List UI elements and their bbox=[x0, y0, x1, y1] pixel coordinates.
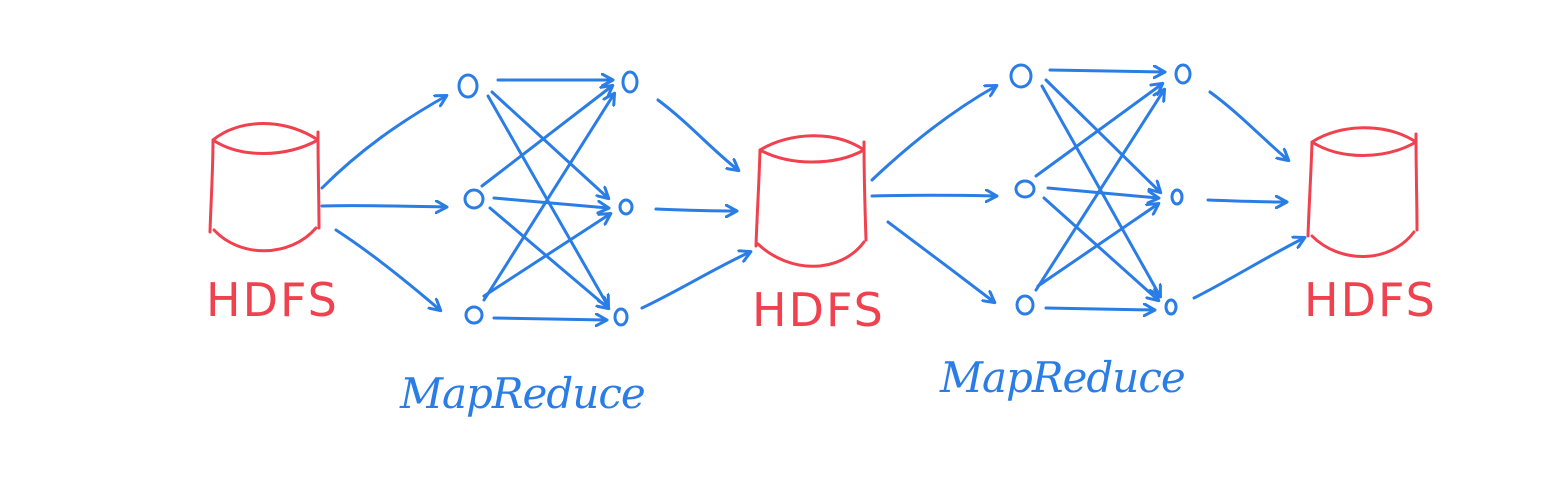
hdfs-storage-3: HDFS bbox=[1304, 126, 1437, 327]
hdfs-label: HDFS bbox=[752, 283, 885, 337]
mapreduce-stage-1: MapReduce bbox=[320, 70, 750, 418]
reduce-tasks bbox=[1164, 63, 1192, 316]
reduce-task-node bbox=[613, 307, 629, 327]
input-arrows bbox=[320, 96, 446, 310]
hdfs-storage-2: HDFS bbox=[752, 134, 885, 337]
map-task-node bbox=[1014, 179, 1036, 199]
input-arrows bbox=[870, 86, 996, 302]
cylinder-icon bbox=[208, 122, 321, 253]
output-arrows bbox=[1192, 90, 1304, 300]
reduce-task-node bbox=[621, 70, 639, 94]
cylinder-icon bbox=[754, 134, 868, 268]
output-arrows bbox=[640, 98, 750, 310]
cylinder-icon bbox=[1306, 126, 1419, 258]
map-task-node bbox=[1009, 63, 1033, 89]
map-task-node bbox=[463, 188, 485, 210]
hdfs-label: HDFS bbox=[206, 273, 339, 327]
reduce-task-node bbox=[1164, 298, 1178, 316]
map-tasks bbox=[457, 73, 485, 325]
hdfs-label: HDFS bbox=[1304, 273, 1437, 327]
shuffle-arrows bbox=[480, 80, 614, 320]
reduce-task-node bbox=[1174, 63, 1192, 85]
stage-label: MapReduce bbox=[939, 353, 1185, 402]
mapreduce-stage-2: MapReduce bbox=[870, 63, 1304, 402]
reduce-task-node bbox=[618, 198, 634, 216]
hdfs-storage-1: HDFS bbox=[206, 122, 339, 327]
stage-label: MapReduce bbox=[399, 369, 645, 418]
shuffle-arrows bbox=[1034, 70, 1164, 310]
map-task-node bbox=[457, 73, 479, 99]
map-task-node bbox=[1015, 294, 1035, 316]
reduce-task-node bbox=[1170, 188, 1184, 206]
map-tasks bbox=[1009, 63, 1036, 316]
map-task-node bbox=[464, 305, 484, 325]
reduce-tasks bbox=[613, 70, 639, 327]
